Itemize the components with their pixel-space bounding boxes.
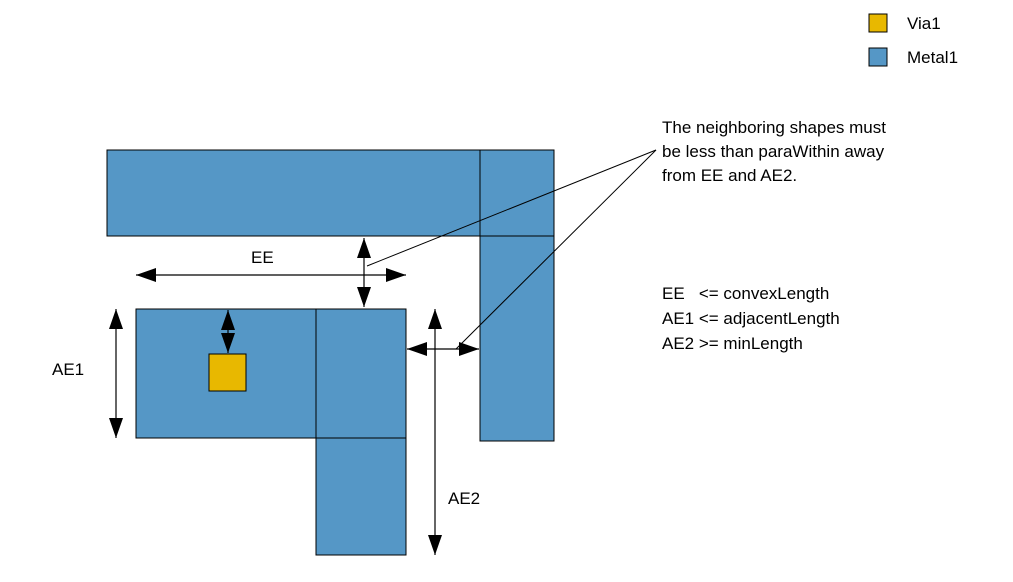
ae1-label: AE1 bbox=[52, 360, 84, 379]
callout-line-2: be less than paraWithin away bbox=[662, 142, 885, 161]
metal1-shapes bbox=[106, 149, 555, 556]
leader-to-ee bbox=[366, 149, 657, 267]
callout-note: The neighboring shapes must be less than… bbox=[662, 118, 886, 185]
rule-line-ee: EE <= convexLength bbox=[662, 284, 829, 303]
legend-swatch-via1 bbox=[868, 13, 888, 33]
ee-label: EE bbox=[251, 248, 274, 267]
ae2-label: AE2 bbox=[448, 489, 480, 508]
callout-leaders bbox=[366, 149, 657, 350]
legend-swatch-metal1 bbox=[868, 47, 888, 67]
metal1-right-column bbox=[479, 149, 555, 442]
via1-square bbox=[208, 353, 247, 392]
legend: Via1 Metal1 bbox=[868, 13, 958, 67]
metal1-bottom-column bbox=[315, 308, 407, 556]
dimension-arrows bbox=[109, 238, 479, 555]
legend-label-via1: Via1 bbox=[907, 14, 941, 33]
legend-label-metal1: Metal1 bbox=[907, 48, 958, 67]
metal1-outlines bbox=[106, 149, 555, 556]
rule-line-ae1: AE1 <= adjacentLength bbox=[662, 309, 840, 328]
leader-to-ae2 bbox=[455, 149, 657, 350]
rule-constraints: EE <= convexLength AE1 <= adjacentLength… bbox=[662, 284, 840, 353]
callout-line-3: from EE and AE2. bbox=[662, 166, 797, 185]
rule-line-ae2: AE2 >= minLength bbox=[662, 334, 803, 353]
callout-line-1: The neighboring shapes must bbox=[662, 118, 886, 137]
